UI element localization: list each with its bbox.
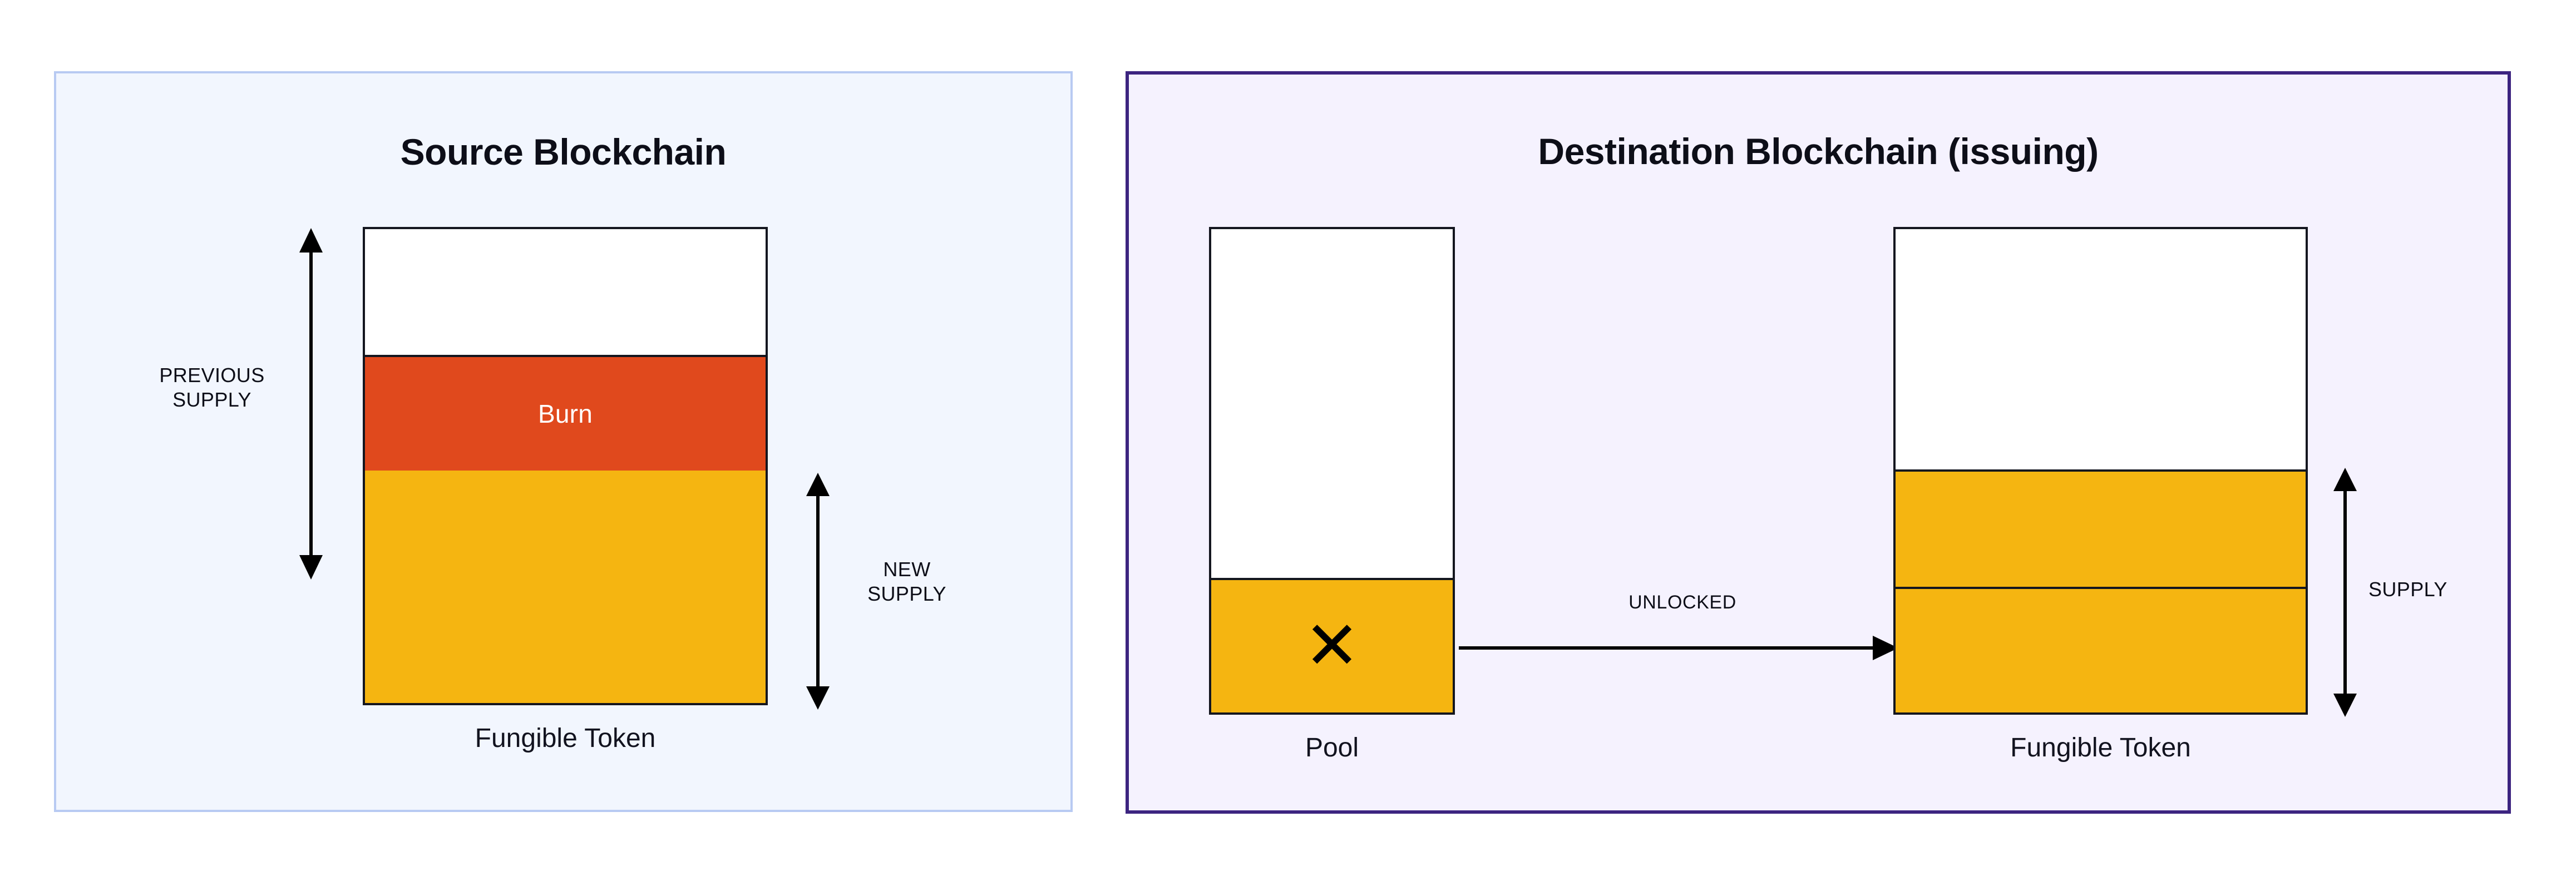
source-panel-title: Source Blockchain [400, 131, 727, 172]
new-supply-label: NEW SUPPLY [867, 558, 946, 605]
source-fungible-token-bar: Burn [363, 227, 768, 705]
supply-label: SUPPLY [2368, 578, 2447, 601]
destination-panel-title: Destination Blockchain (issuing) [1538, 131, 2099, 172]
source-blockchain-panel: Source Blockchain PREVIOUS SUPPLY Burn F… [54, 71, 1073, 812]
burn-segment-label: Burn [538, 399, 593, 428]
pool-caption: Pool [1305, 733, 1359, 763]
supply-arrow [2333, 468, 2357, 717]
destination-fungible-token-caption: Fungible Token [2010, 733, 2191, 763]
new-supply-arrow [806, 473, 830, 710]
unlocked-flow-arrow [1459, 636, 1898, 663]
pool-segment-empty [1211, 229, 1453, 580]
source-token-segment-remaining [365, 471, 766, 703]
dest-token-segment-newly-issued [1896, 469, 2306, 587]
pool-segment-locked: ✕ [1211, 578, 1453, 712]
dest-token-segment-headroom [1896, 229, 2306, 472]
previous-supply-arrow [299, 228, 323, 580]
unlocked-arrow-label: UNLOCKED [1628, 592, 1736, 613]
source-fungible-token-caption: Fungible Token [475, 724, 656, 753]
source-token-segment-unused [365, 229, 766, 357]
x-mark-icon: ✕ [1304, 607, 1360, 685]
pool-bar: ✕ [1209, 227, 1455, 715]
dest-token-segment-existing [1896, 587, 2306, 712]
source-token-segment-burn: Burn [365, 355, 766, 473]
destination-fungible-token-bar [1893, 227, 2308, 715]
previous-supply-label: PREVIOUS SUPPLY [159, 364, 265, 411]
destination-blockchain-panel: Destination Blockchain (issuing) ✕ Pool … [1126, 71, 2511, 814]
